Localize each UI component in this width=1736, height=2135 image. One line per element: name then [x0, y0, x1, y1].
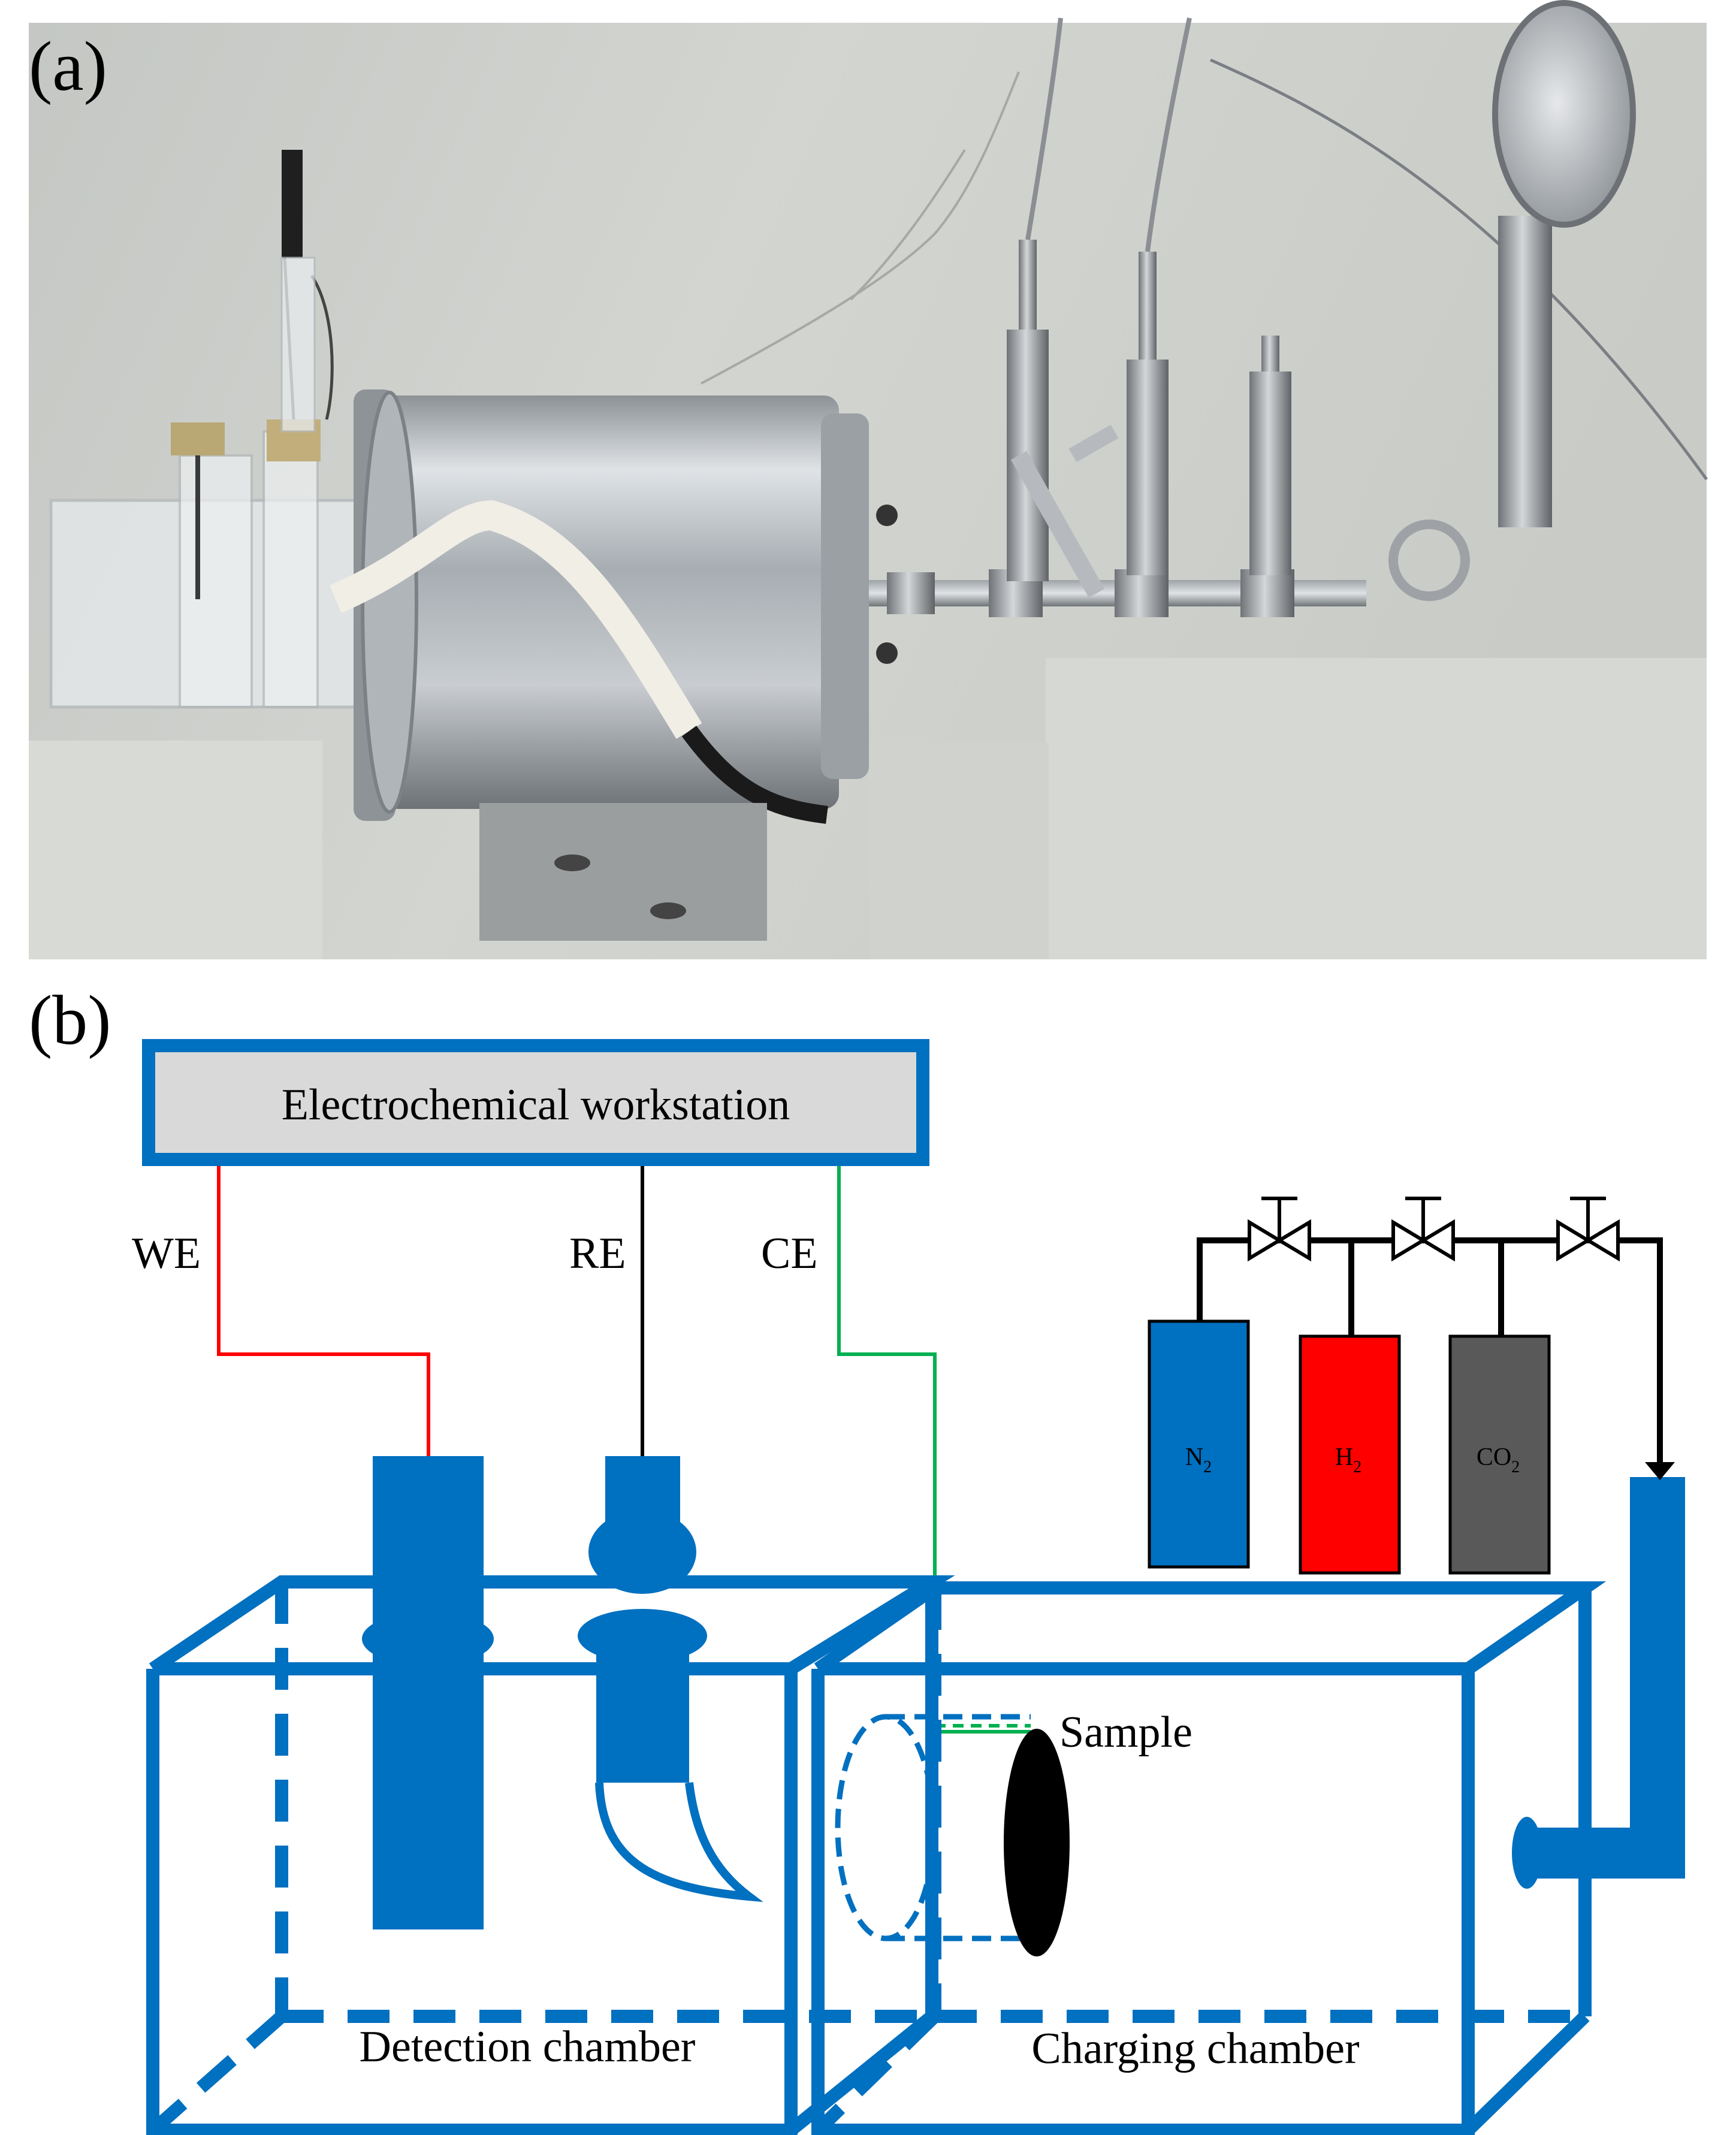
h2-cylinder: H2 — [1299, 1334, 1401, 1575]
we-label: WE — [132, 1229, 201, 1278]
we-wire — [217, 1166, 430, 1456]
panel-a: (a) — [29, 0, 1708, 959]
detection-chamber-label: Detection chamber — [360, 2022, 696, 2071]
workstation-label: Electrochemical workstation — [282, 1080, 790, 1130]
photo-patch-left — [29, 741, 322, 959]
steel-charging-cylinder — [330, 389, 898, 941]
n2-label: N2 — [1185, 1444, 1212, 1476]
panel-b: (b) Electrochemical workstation WE RE CE — [29, 981, 1685, 2135]
wall-scribble — [701, 71, 1020, 385]
gas-inlet-pipe — [1512, 1477, 1685, 1889]
photo-patch-mid — [869, 743, 1049, 959]
workstation-box — [142, 1039, 929, 1166]
sample-holder — [835, 1714, 1031, 1941]
co2-cylinder: CO2 — [1448, 1334, 1551, 1575]
h2-label: H2 — [1335, 1444, 1361, 1476]
ce-wire — [837, 1166, 1031, 1734]
panel-a-label: (a) — [29, 27, 107, 105]
working-electrode — [362, 1456, 494, 1929]
valve-icon — [1556, 1197, 1620, 1262]
charging-chamber-label: Charging chamber — [1031, 2024, 1359, 2073]
re-label: RE — [569, 1229, 626, 1278]
co2-label: CO2 — [1477, 1444, 1520, 1476]
acrylic-detection-cell — [49, 150, 364, 709]
ce-label: CE — [761, 1229, 818, 1278]
sample-label: Sample — [1059, 1708, 1192, 1757]
valve-icon — [1248, 1197, 1311, 1262]
sample-disc — [1004, 1729, 1070, 1956]
gas-supply-lines — [1197, 1237, 1663, 1468]
valve-icon — [1391, 1197, 1455, 1262]
n2-cylinder: N2 — [1148, 1319, 1250, 1569]
photo-patch-right — [1046, 658, 1707, 959]
gas-manifold — [869, 0, 1708, 617]
electrochemical-workstation: Electrochemical workstation — [142, 1039, 929, 1166]
gas-inlet-arrowhead — [1645, 1462, 1675, 1480]
panel-b-label: (b) — [29, 981, 111, 1059]
reference-electrode — [578, 1456, 763, 1903]
